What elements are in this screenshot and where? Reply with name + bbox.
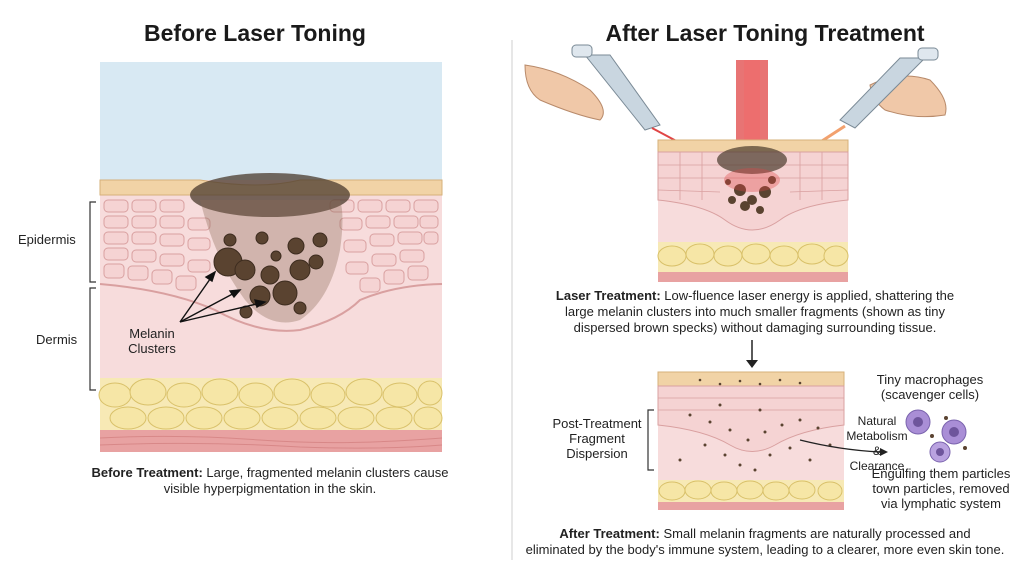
metabolism-label-line3: & Clearance — [849, 444, 905, 473]
after-caption-line1: Small melanin fragments are naturally pr… — [659, 526, 971, 541]
engulf-label: Engulfing them particles town particles,… — [866, 466, 1016, 511]
post-treatment-label: Post-Treatment Fragment Dispersion — [548, 416, 646, 461]
fat-cells — [98, 378, 443, 430]
epidermis-label: Epidermis — [18, 232, 76, 247]
right-title: After Laser Toning Treatment — [605, 20, 925, 46]
before-caption-text2: visible hyperpigmentation in the skin. — [163, 481, 377, 496]
dermis-bracket — [89, 287, 96, 391]
melanin-clusters-line2: Clusters — [128, 341, 176, 356]
metabolism-label-line2: Metabolism — [846, 429, 908, 443]
before-skin-cross-section — [98, 62, 443, 452]
laser-skin-block — [657, 139, 849, 282]
before-treatment-caption: Before Treatment: Large, fragmented mela… — [70, 465, 470, 497]
macrophage-label-line2: (scavenger cells) — [880, 387, 980, 402]
laser-caption-bold: Laser Treatment: — [555, 288, 661, 303]
macrophage-label: Tiny macrophages (scavenger cells) — [870, 372, 990, 402]
fragmented-melanin — [725, 176, 776, 214]
laser-caption-line3: dispersed brown specks) without damaging… — [573, 320, 937, 335]
engulf-label-line2: town particles, removed — [872, 481, 1010, 496]
metabolism-label: Natural Metabolism & Clearance — [844, 414, 910, 474]
dispersed-melanin-specks — [678, 378, 832, 472]
post-label-line3: Dispersion — [566, 446, 628, 461]
engulf-label-line3: via lymphatic system — [881, 496, 1001, 511]
post-label-line2: Fragment — [569, 431, 625, 446]
dermis-label: Dermis — [36, 332, 78, 347]
after-caption-line2: eliminated by the body's immune system, … — [525, 542, 1005, 557]
after-caption-bold: After Treatment: — [559, 526, 660, 541]
pigment-cloud — [190, 173, 350, 217]
epidermis-bracket — [89, 201, 96, 283]
left-title: Before Laser Toning — [144, 20, 366, 46]
laser-caption-line2: large melanin clusters into much smaller… — [564, 304, 946, 319]
before-caption-bold: Before Treatment: — [91, 465, 203, 480]
before-caption-text1: Large, fragmented melanin clusters cause — [202, 465, 449, 480]
melanin-clusters-line1: Melanin — [129, 326, 175, 341]
post-label-line1: Post-Treatment — [552, 416, 642, 431]
after-treatment-caption: After Treatment: Small melanin fragments… — [520, 526, 1010, 558]
metabolism-label-line1: Natural — [857, 414, 897, 428]
epidermis-cells — [103, 199, 439, 293]
melanin-pointer-arrows — [179, 270, 267, 323]
engulf-label-line1: Engulfing them particles — [871, 466, 1011, 481]
melanin-clusters-label: Melanin Clusters — [122, 326, 182, 356]
sky-background — [100, 62, 442, 180]
laser-treatment-caption: Laser Treatment: Low-fluence laser energ… — [520, 288, 990, 336]
post-treatment-skin-block — [657, 371, 845, 510]
hand-icon — [524, 64, 604, 121]
clearance-arrow — [799, 439, 881, 453]
arrow-down-icon — [746, 340, 758, 368]
laser-caption-line1: Low-fluence laser energy is applied, sha… — [660, 288, 955, 303]
macrophage-label-line1: Tiny macrophages — [876, 372, 984, 387]
macrophage-icon — [905, 409, 967, 463]
